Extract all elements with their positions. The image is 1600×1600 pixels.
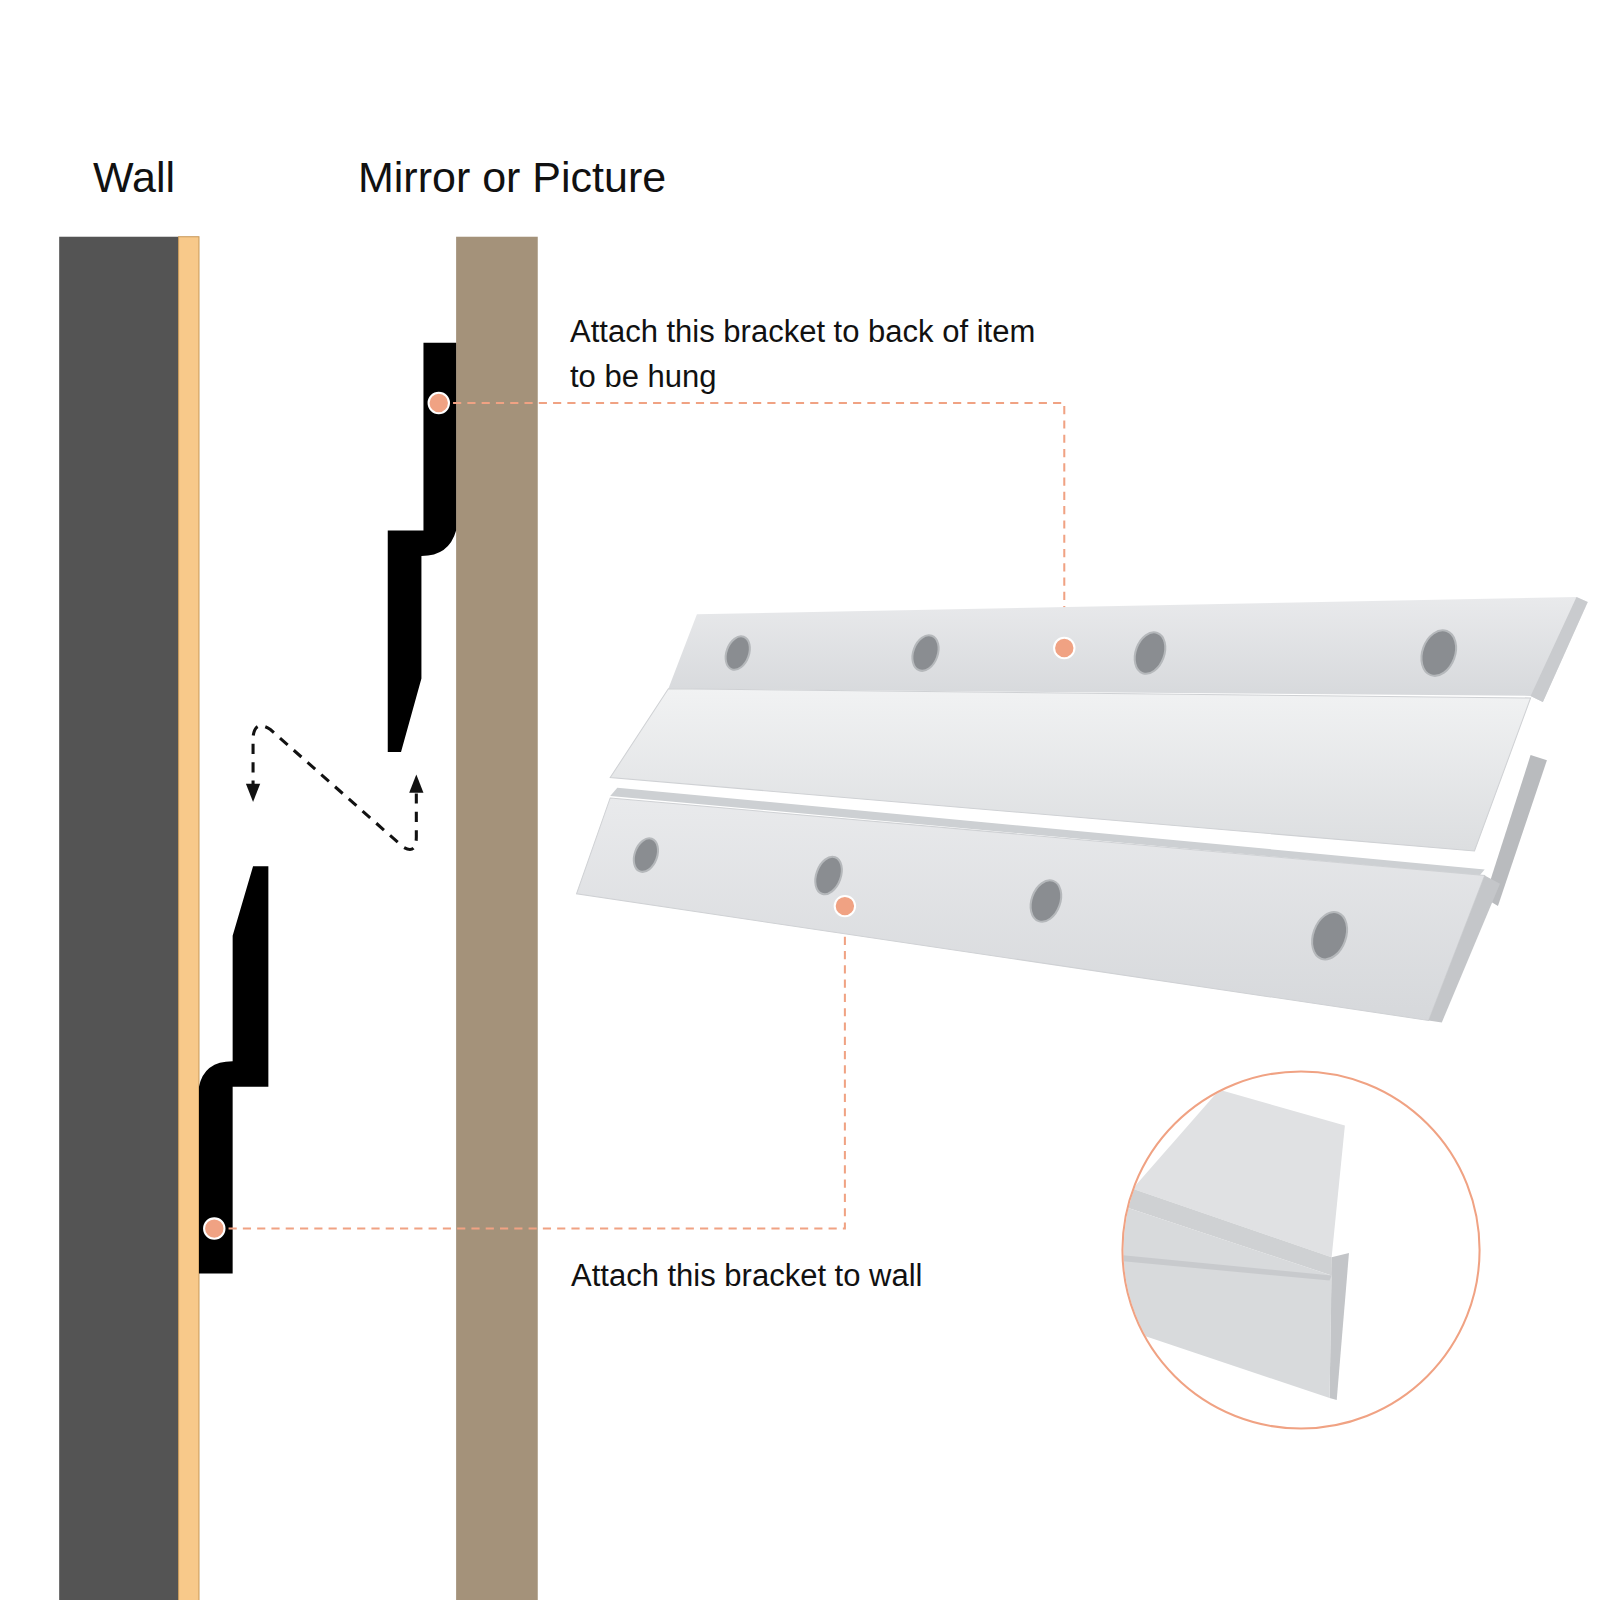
- callout-text: Attach this bracket to back of item to b…: [570, 310, 1040, 400]
- item-heading: Mirror or Picture: [358, 146, 778, 208]
- wall-heading: Wall: [93, 146, 313, 208]
- callout-text: Attach this bracket to wall: [571, 1254, 1091, 1299]
